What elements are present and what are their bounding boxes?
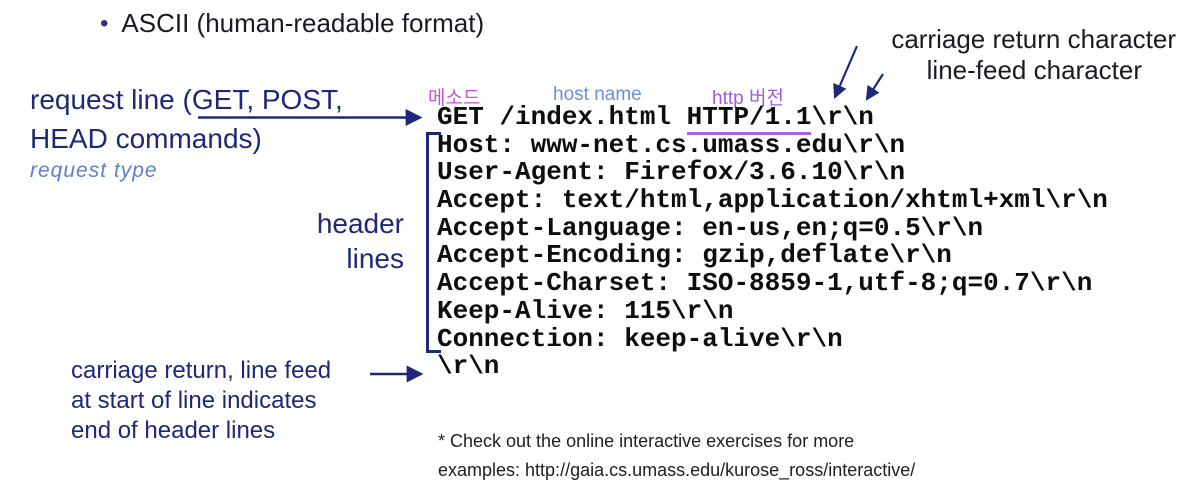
- header-line: Accept-Charset: ISO-8859-1,utf-8;q=0.7\r…: [437, 268, 1093, 299]
- header-lines-label: header lines: [316, 208, 404, 274]
- request-line: GET /index.html HTTP/1.1\r\n: [437, 102, 1108, 135]
- http-request-message: GET /index.html HTTP/1.1\r\n Host: www-n…: [437, 102, 1108, 382]
- request-line-crlf: \r\n: [811, 102, 874, 132]
- request-line-prefix: GET /index.html: [437, 102, 687, 132]
- end-of-headers-line: \r\n: [437, 351, 500, 382]
- carriage-return-character-label: carriage return character: [891, 24, 1176, 54]
- header-line: User-Agent: Firefox/3.6.10\r\n: [437, 157, 906, 188]
- header-line: Connection: keep-alive\r\n: [437, 323, 843, 354]
- line-feed-character-label: line-feed character: [926, 55, 1142, 85]
- method-korean-label: 메소드: [428, 88, 481, 109]
- http-version-korean-label: http 버전: [712, 88, 784, 109]
- header-line: Accept: text/html,application/xhtml+xml\…: [437, 185, 1108, 216]
- slide-title-text: ASCII (human-readable format): [121, 8, 485, 38]
- bullet-icon: •: [100, 10, 109, 37]
- end-of-headers-note: carriage return, line feed at start of l…: [71, 357, 332, 444]
- line-feed-arrow: [865, 73, 884, 101]
- request-type-label: request type: [30, 159, 158, 182]
- http-version-token: HTTP/1.1: [686, 102, 812, 135]
- request-line-label: request line (GET, POST, HEAD commands): [30, 84, 343, 154]
- footer-note: * Check out the online interactive exerc…: [438, 431, 916, 480]
- slide-title: • ASCII (human-readable format): [100, 8, 484, 39]
- carriage-return-arrow: [833, 45, 859, 99]
- header-line: Accept-Language: en-us,en;q=0.5\r\n: [437, 212, 984, 243]
- header-line: Accept-Encoding: gzip,deflate\r\n: [437, 240, 952, 271]
- host-name-label: host name: [553, 84, 642, 105]
- header-line: Host: www-net.cs.umass.edu\r\n: [437, 129, 906, 160]
- header-line: Keep-Alive: 115\r\n: [437, 295, 734, 326]
